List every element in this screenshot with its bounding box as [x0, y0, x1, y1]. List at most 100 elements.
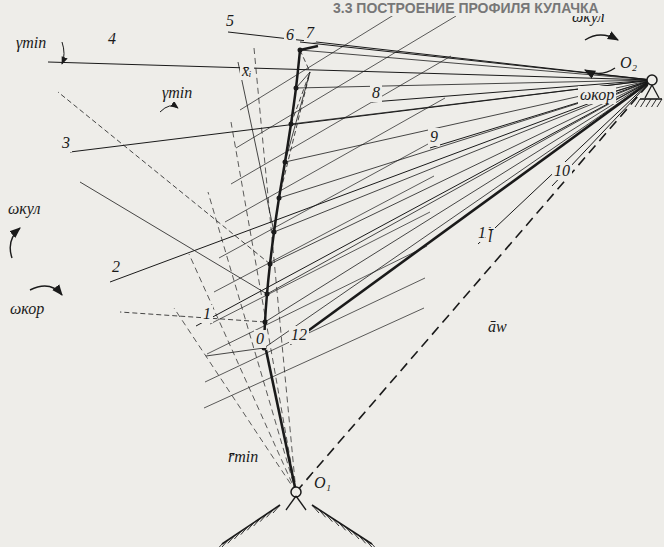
profile-point — [277, 196, 282, 201]
construction-line — [205, 278, 425, 382]
ground-hatch — [221, 540, 228, 547]
callout-number: 6 — [284, 26, 296, 44]
callout-number: 2 — [110, 258, 122, 276]
construction-line — [80, 182, 267, 294]
construction-line — [214, 176, 434, 292]
construction-line — [208, 192, 296, 492]
construction-line — [430, 80, 652, 148]
follower-link — [300, 46, 318, 50]
construction-line — [300, 50, 310, 72]
profile-point — [268, 262, 273, 267]
ground-hatch — [339, 522, 346, 530]
construction-line — [225, 98, 445, 222]
ground-hatch — [312, 505, 319, 513]
support — [286, 496, 296, 510]
ground-hatch — [215, 544, 222, 547]
angle-arrow — [160, 106, 178, 112]
rotation-arrow — [585, 35, 618, 40]
construction-line — [240, 0, 460, 110]
construction-line — [300, 50, 652, 80]
callout-number: 1 — [201, 305, 213, 323]
callout-number: 5 — [224, 12, 236, 30]
symbol-label: ωкул — [6, 200, 42, 218]
ground-hatch — [365, 540, 372, 547]
ground-hatch — [273, 505, 280, 513]
ground-line — [222, 505, 280, 544]
construction-line — [120, 312, 265, 322]
callout-number: 0 — [254, 330, 266, 348]
ground-hatch — [641, 99, 646, 107]
ground-hatch — [234, 531, 241, 539]
ground-hatch — [260, 514, 267, 522]
ground-hatch — [325, 514, 332, 522]
profile-point — [263, 320, 268, 325]
angle-arrow — [62, 42, 64, 64]
construction-line — [204, 308, 424, 408]
construction-line — [274, 80, 652, 232]
callout-number: 9 — [428, 128, 440, 146]
callout-number: 3 — [60, 134, 72, 152]
support — [652, 85, 659, 98]
support — [645, 85, 652, 98]
construction-line — [552, 80, 652, 186]
page-heading: 3.3 ПОСТРОЕНИЕ ПРОФИЛЯ КУЛАЧКА — [330, 0, 602, 16]
construction-line — [238, 62, 274, 232]
ground-hatch — [267, 509, 274, 517]
ground-line — [312, 505, 372, 544]
construction-line — [267, 80, 652, 294]
construction-line — [210, 212, 430, 324]
symbol-label: O₁ — [312, 474, 333, 492]
construction-line — [189, 254, 296, 492]
symbol-label: āw — [486, 318, 509, 336]
rotation-arrow — [585, 68, 615, 74]
rotation-arrow — [30, 286, 62, 295]
callout-number: 4 — [106, 30, 118, 48]
construction-line — [231, 56, 451, 184]
pivot — [647, 75, 657, 85]
callout-number: 7 — [304, 24, 316, 42]
rotation-arrow — [10, 228, 20, 258]
ground-hatch — [254, 518, 261, 526]
construction-line — [70, 80, 652, 152]
symbol-label: x̄ᵢ — [240, 62, 254, 80]
construction-line — [48, 62, 652, 80]
symbol-label: l̄ — [486, 228, 494, 246]
profile-point — [283, 160, 288, 165]
ground-hatch — [359, 535, 366, 543]
symbol-label: r̄min — [226, 448, 260, 466]
profile-point — [265, 292, 270, 297]
ground-hatch — [319, 509, 326, 517]
symbol-label: γmin — [160, 84, 194, 102]
ground-hatch — [241, 527, 248, 535]
construction-line — [110, 80, 652, 282]
min-radius — [266, 350, 296, 492]
centre-distance — [296, 80, 652, 492]
profile-point — [289, 122, 294, 127]
construction-line — [279, 80, 652, 198]
construction-line — [300, 42, 652, 80]
construction-line — [254, 48, 296, 492]
symbol-label: γmin — [14, 34, 48, 52]
callout-number: 10 — [552, 162, 572, 180]
symbol-label: O₂ — [618, 54, 639, 72]
symbol-label: ωкор — [578, 86, 616, 104]
construction-line — [196, 80, 652, 326]
construction-line — [236, 16, 456, 148]
support — [296, 496, 306, 510]
construction-line — [478, 80, 652, 244]
ground-hatch — [228, 535, 235, 543]
ground-hatch — [352, 531, 359, 539]
rocker-arm — [290, 80, 652, 344]
cam-profile — [264, 50, 300, 348]
construction-line — [58, 92, 270, 264]
construction-line — [264, 80, 652, 348]
symbol-label: ωкор — [8, 300, 46, 318]
construction-line — [174, 308, 296, 492]
ground-hatch — [247, 522, 254, 530]
pivot — [291, 487, 301, 497]
ground-hatch — [635, 99, 640, 107]
construction-line — [206, 348, 264, 356]
ground-hatch — [646, 99, 651, 107]
profile-point — [272, 230, 277, 235]
